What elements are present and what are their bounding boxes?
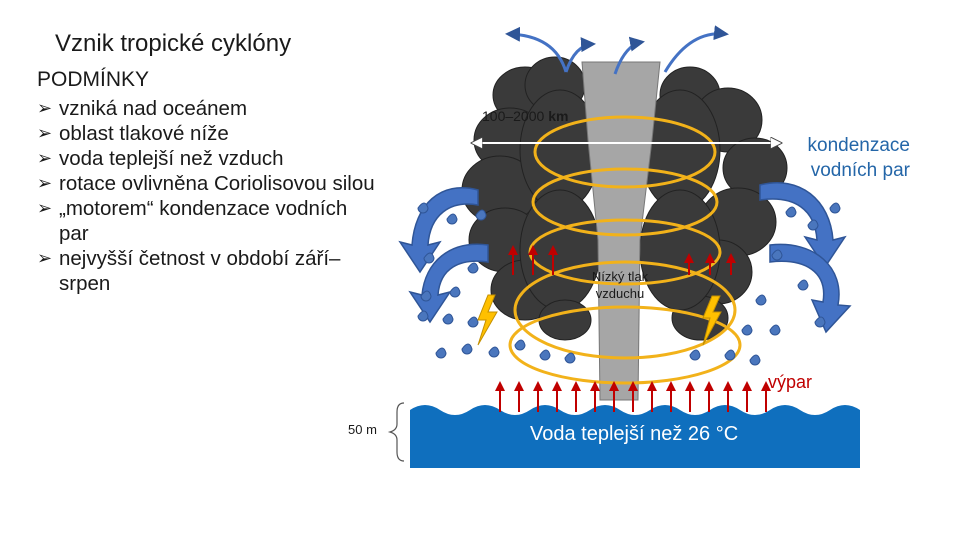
outflow-arrows xyxy=(505,25,729,75)
condition-item-coriolis: rotace ovlivněna Coriolisovou silou xyxy=(37,171,382,196)
condition-item-low-pressure: oblast tlakové níže xyxy=(37,121,382,146)
condition-item-condensation: „motorem“ kondenzace vodních par xyxy=(37,196,382,246)
updraft-arrows xyxy=(508,245,736,275)
condensation-label: kondenzace vodních par xyxy=(807,135,910,181)
low-pressure-label: Nízký tlak vzduchu xyxy=(591,269,649,301)
slide-title: Vznik tropické cyklóny xyxy=(55,30,292,57)
ocean-water xyxy=(410,405,860,468)
condition-item-season: nejvyšší četnost v období září–srpen xyxy=(37,246,382,296)
width-label: 100–2000 km xyxy=(482,108,568,124)
water-label: Voda teplejší než 26 °C xyxy=(530,423,739,445)
depth-brace xyxy=(387,402,405,462)
condition-item-warm-water: voda teplejší než vzduch xyxy=(37,146,382,171)
evaporation-arrows xyxy=(495,381,771,412)
water-droplets xyxy=(417,202,841,366)
lightning-bolts xyxy=(477,294,722,346)
condition-item-ocean: vzniká nad oceánem xyxy=(37,96,382,121)
width-label-unit: km xyxy=(548,108,569,124)
width-label-number: 100–2000 xyxy=(482,108,545,124)
inflow-arrows xyxy=(398,182,852,334)
storm-cloud-left xyxy=(461,56,601,341)
conditions-heading: PODMÍNKY xyxy=(37,68,150,91)
conditions-list: vzniká nad oceánem oblast tlakové níže v… xyxy=(37,96,382,296)
depth-label: 50 m xyxy=(348,422,377,437)
evaporation-label: výpar xyxy=(768,372,813,392)
